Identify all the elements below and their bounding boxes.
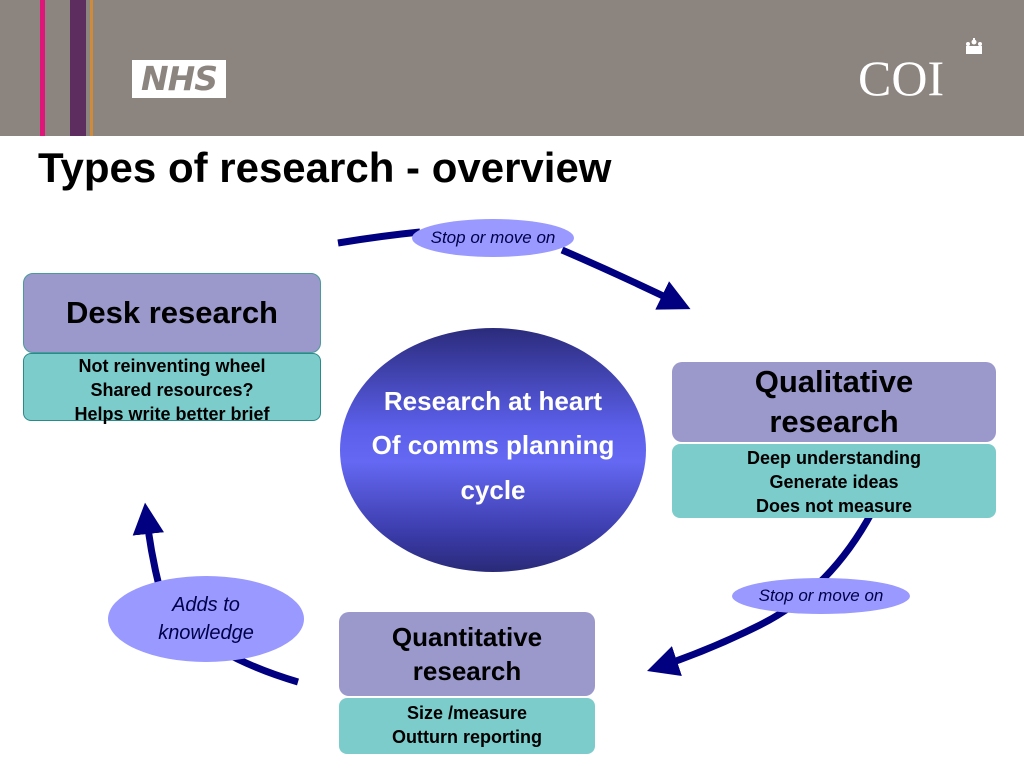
header-bar: NHS COI	[0, 0, 1024, 136]
nhs-logo: NHS	[132, 60, 226, 98]
coi-logo: COI	[858, 50, 945, 106]
qualitative-research-points: Deep understanding Generate ideas Does n…	[672, 444, 996, 518]
pink-stripe	[40, 0, 45, 136]
orange-stripe	[90, 0, 93, 136]
qualitative-research-title: Qualitative research	[672, 362, 996, 442]
crown-icon	[966, 38, 982, 54]
arrow-right	[647, 510, 876, 676]
stop-label-right: Stop or move on	[732, 578, 910, 614]
desk-research-points: Not reinventing wheel Shared resources? …	[23, 353, 321, 424]
stop-label-top: Stop or move on	[412, 219, 574, 257]
quantitative-research-points: Size /measure Outturn reporting	[339, 698, 595, 754]
arrow-top	[337, 228, 421, 247]
purple-stripe	[70, 0, 86, 136]
desk-research-title: Desk research	[23, 273, 321, 353]
adds-knowledge-label: Adds to knowledge	[108, 576, 304, 662]
page-title: Types of research - overview	[38, 144, 612, 191]
quantitative-research-title: Quantitative research	[339, 612, 595, 696]
arrow-top-right	[560, 246, 691, 310]
center-ellipse: Research at heart Of comms planning cycl…	[340, 328, 646, 572]
